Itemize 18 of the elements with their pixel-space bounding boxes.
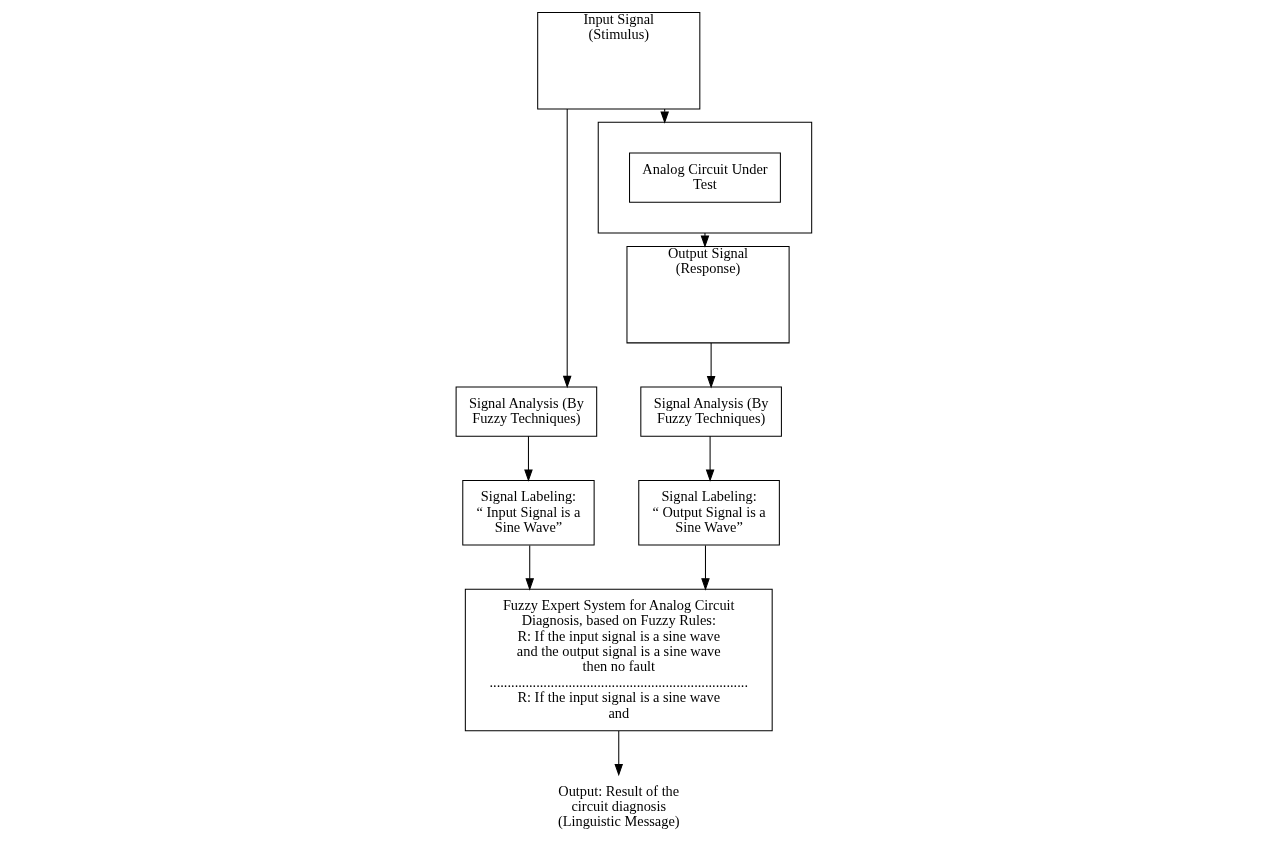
node-box: Signal Labeling: “ Input Signal is a Sine Wave” xyxy=(461,479,595,546)
arrow xyxy=(706,342,715,389)
node-box: Signal Labeling: “ Output Signal is a Sine Wave” xyxy=(637,479,780,546)
arrow xyxy=(700,544,710,591)
node-box: Analog Circuit Under Test xyxy=(628,152,781,203)
node-box: Signal Analysis (By Fuzzy Techniques) xyxy=(455,386,597,437)
node-box: Input Signal (Stimulus) xyxy=(536,11,700,110)
arrow xyxy=(613,730,623,777)
arrow xyxy=(523,435,533,482)
arrow xyxy=(700,232,709,248)
cluster xyxy=(597,121,812,234)
node-box: Fuzzy Expert System for Analog Circuit Diagnosis, based on Fuzzy Rules: R: If the input signal is a sine wave and the output signal is a sine wave then no fault ........................................................................ R: If the input signal is a sine wave and xyxy=(464,588,773,732)
node-box: Output Signal (Response) xyxy=(625,245,790,344)
arrow xyxy=(562,108,571,389)
node-box: Signal Analysis (By Fuzzy Techniques) xyxy=(639,386,782,437)
node-text: Output: Result of the circuit diagnosis (Linguistic Message) xyxy=(557,782,680,830)
arrow xyxy=(524,544,534,591)
arrow xyxy=(705,435,714,482)
